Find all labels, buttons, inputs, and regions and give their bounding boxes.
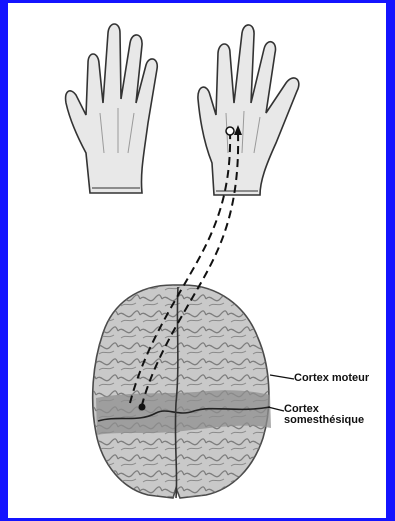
- somatosensory-cortex-label-line2: somesthésique: [284, 415, 364, 426]
- right-hand-icon: [198, 25, 299, 195]
- brain-hand-illustration: [8, 3, 386, 518]
- receptor-circle: [226, 127, 234, 135]
- pathway-endpoint: [139, 404, 146, 411]
- left-hand-icon: [66, 24, 158, 193]
- motor-cortex-label: Cortex moteur: [294, 373, 369, 384]
- leader-line-motor: [270, 375, 294, 379]
